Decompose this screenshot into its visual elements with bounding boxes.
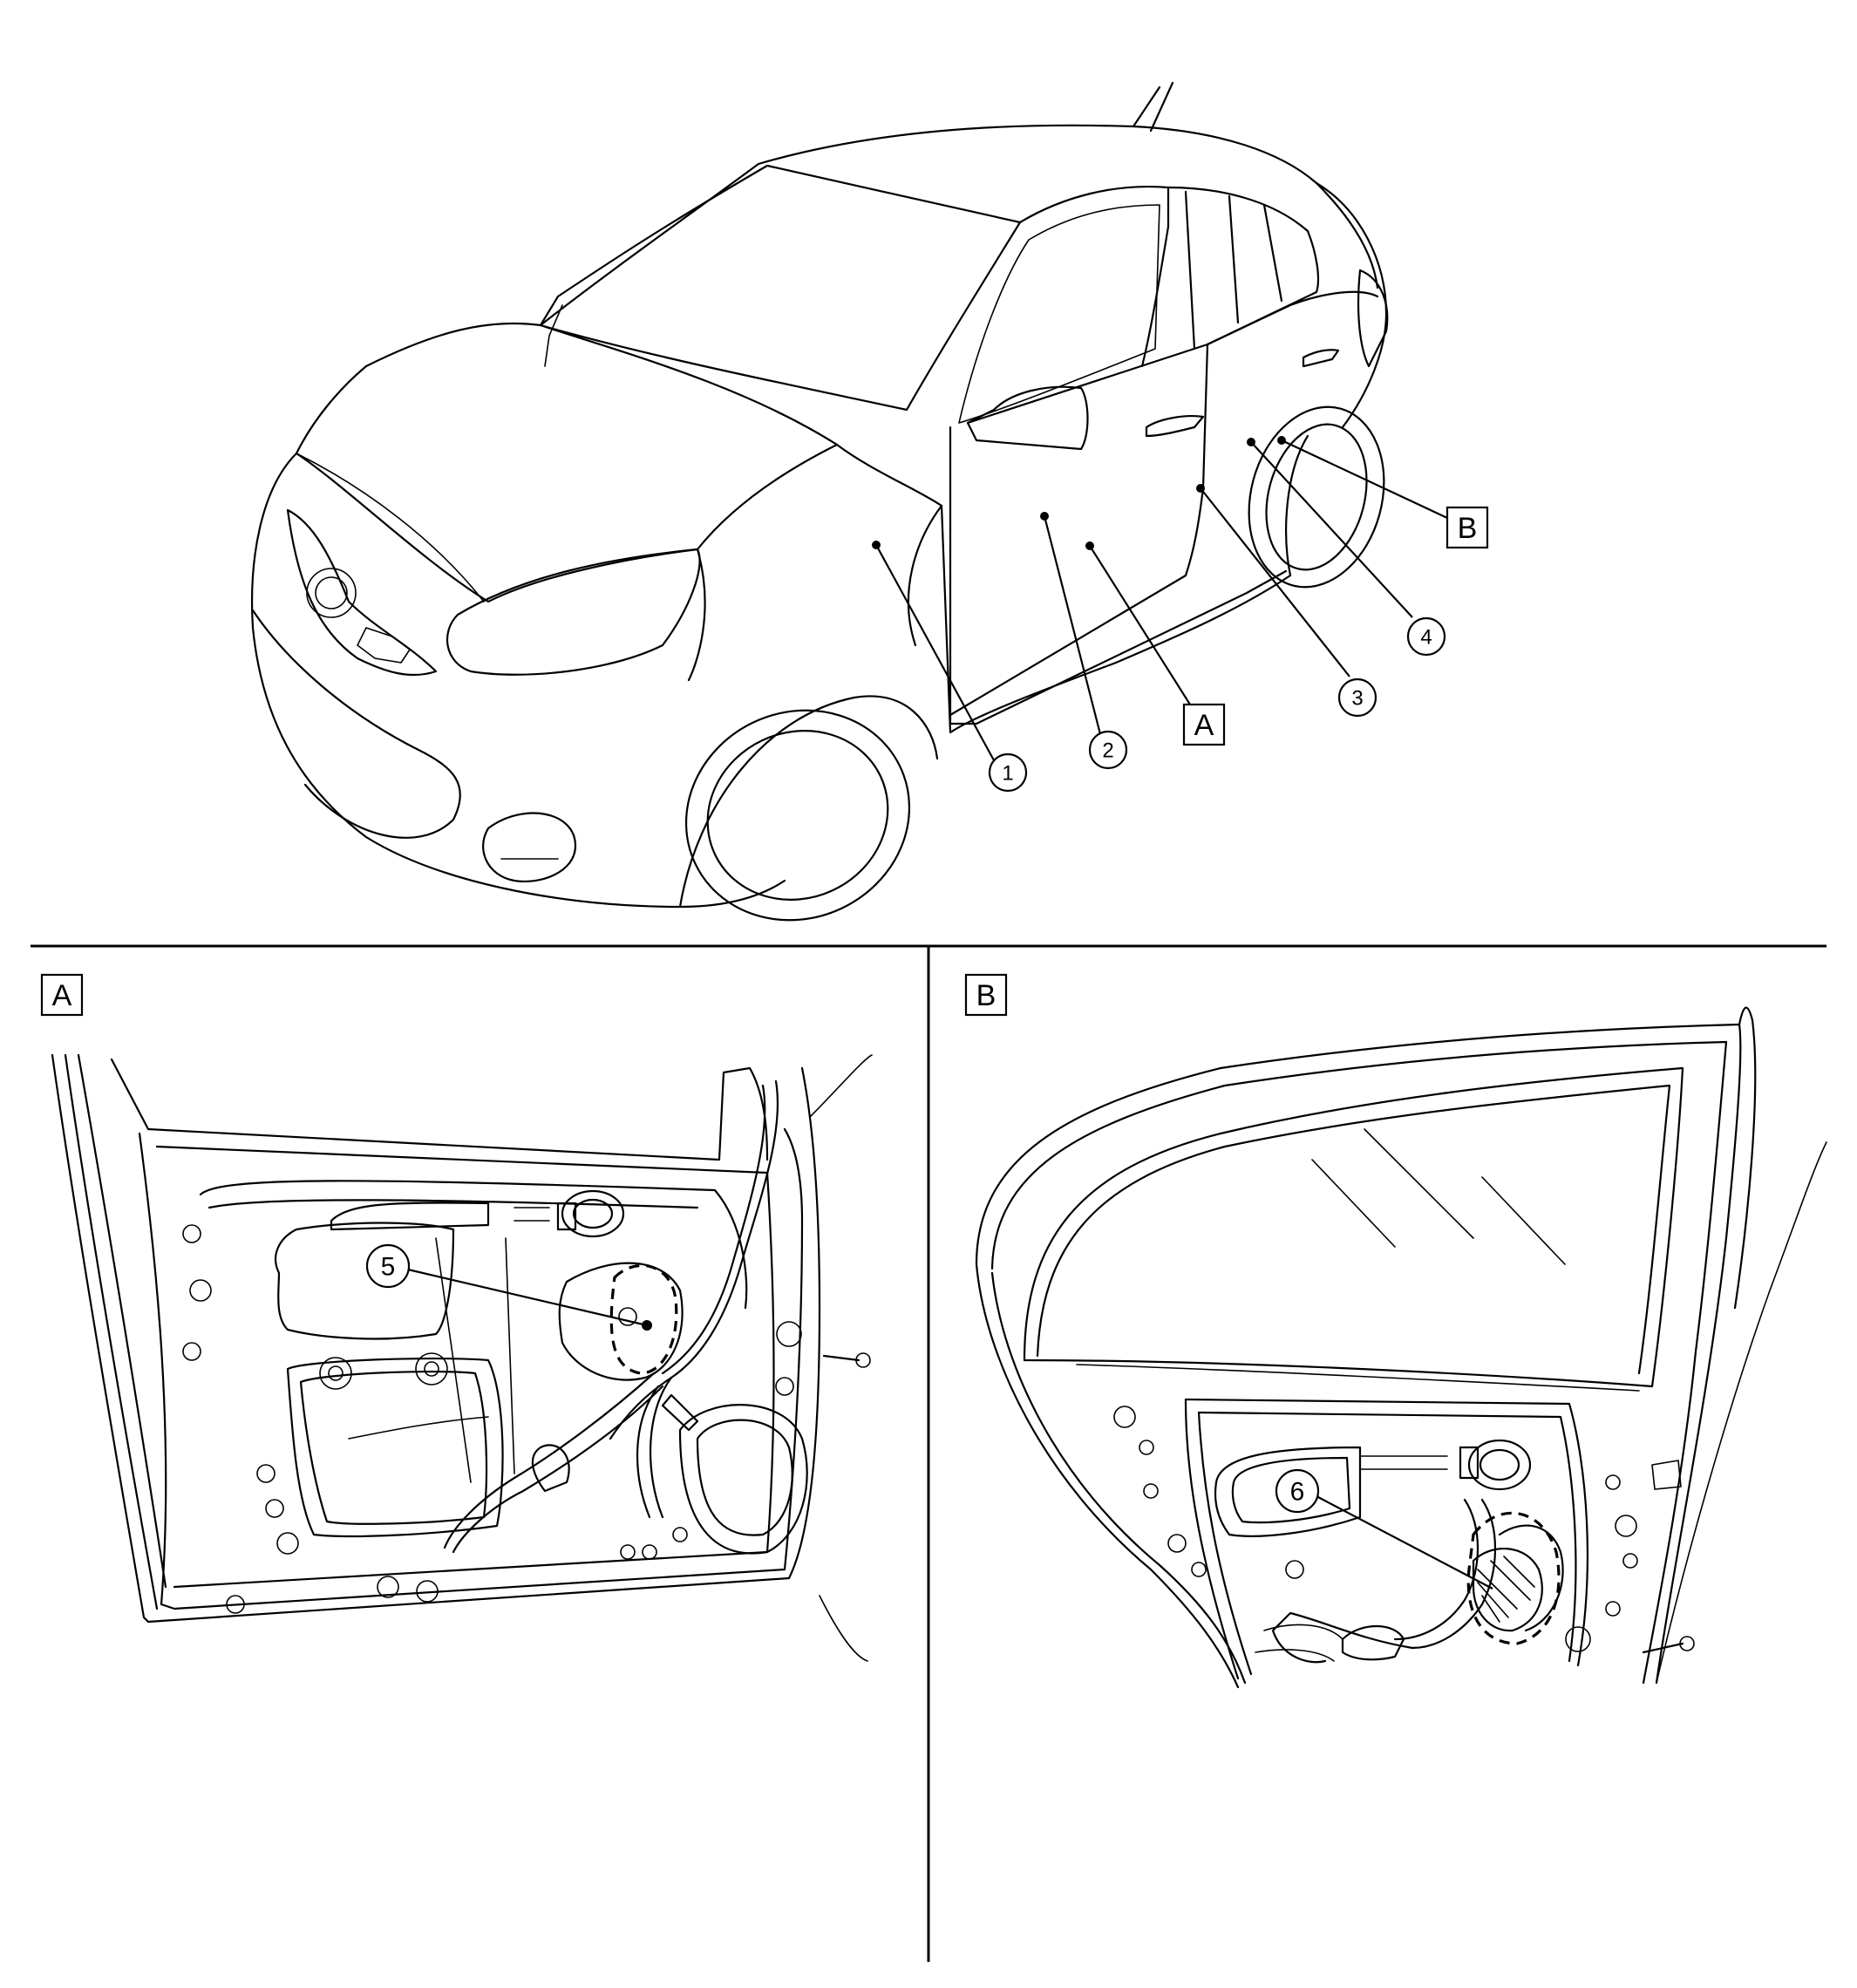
- callout-4-label: 4: [1420, 626, 1432, 650]
- view-label-B: B: [1445, 506, 1489, 549]
- callout-1-label: 1: [1002, 762, 1013, 786]
- view-label-B-text: B: [1458, 512, 1478, 545]
- callout-1: 1: [988, 752, 1028, 793]
- rear-door-highlight: [1466, 1511, 1561, 1645]
- overview-leaders: [872, 436, 1448, 761]
- view-label-A: A: [1182, 703, 1226, 746]
- panel-A-label-text: A: [52, 979, 72, 1012]
- panel-B-label: B: [964, 973, 1008, 1017]
- callout-4: 4: [1406, 616, 1446, 657]
- panel-A-label: A: [40, 973, 84, 1017]
- callout-6: 6: [1275, 1468, 1493, 1590]
- callout-2-label: 2: [1102, 739, 1113, 763]
- view-label-A-text: A: [1194, 709, 1214, 742]
- callout-3-label: 3: [1351, 687, 1363, 711]
- panel-B-label-text: B: [976, 979, 997, 1012]
- callout-6-label: 6: [1290, 1478, 1305, 1507]
- front-door-illustration: [51, 1053, 873, 1662]
- callout-5-label: 5: [381, 1253, 396, 1282]
- callout-3: 3: [1337, 677, 1377, 718]
- callout-5: 5: [365, 1243, 648, 1327]
- rear-door-illustration: [975, 1006, 1827, 1689]
- car-illustration: [250, 81, 1389, 922]
- front-door-highlight: [609, 1263, 678, 1375]
- callout-2: 2: [1088, 730, 1128, 770]
